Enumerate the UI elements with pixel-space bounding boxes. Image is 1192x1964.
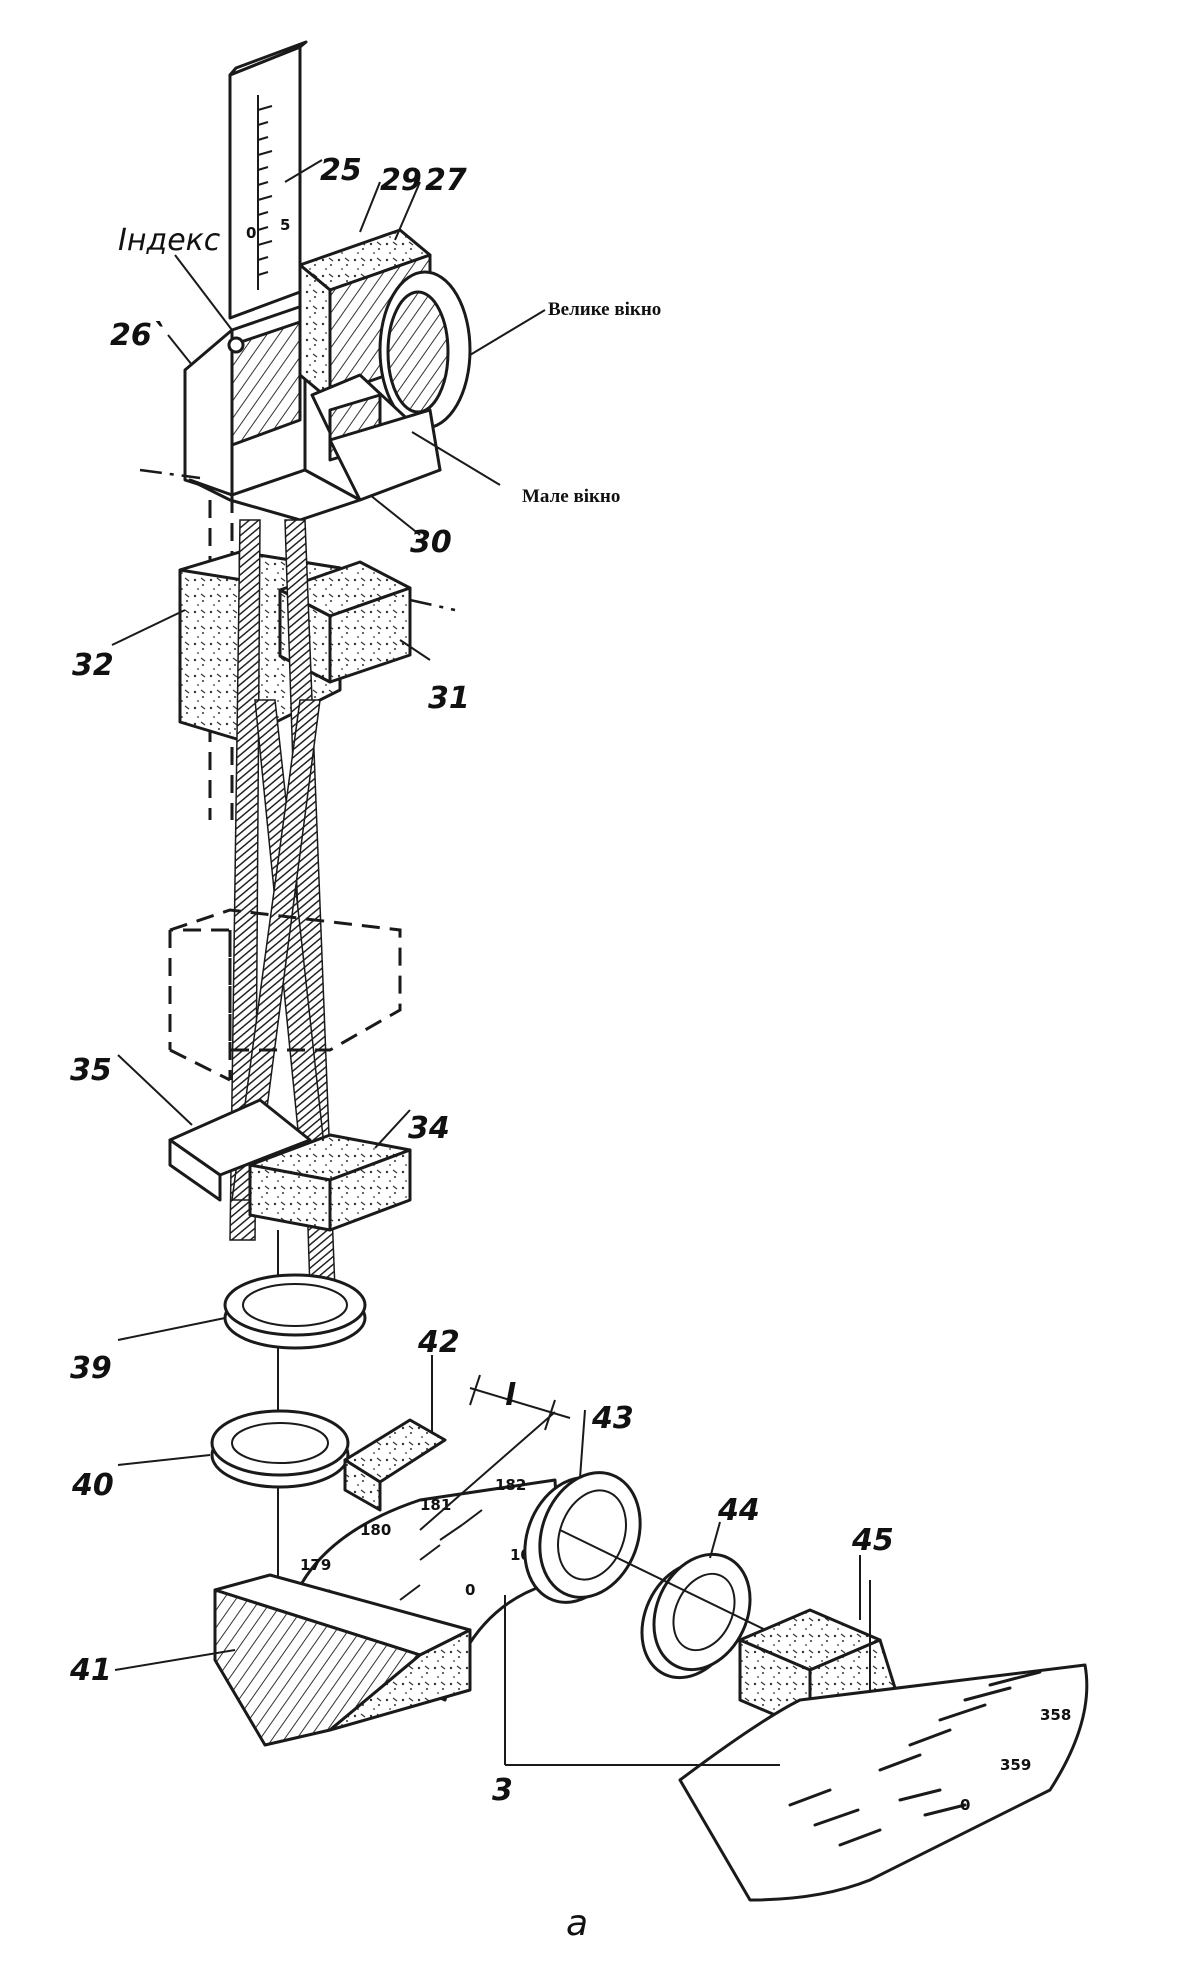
arc-tick-180: 180: [360, 1521, 391, 1539]
arc-zero: 0: [465, 1581, 475, 1599]
arc-tick-358: 358: [1040, 1706, 1071, 1724]
label-35: 35: [70, 1053, 112, 1088]
ruler-tick-5: 5: [280, 216, 290, 234]
lens-40: [210, 1409, 350, 1489]
arc-tick-179: 179: [300, 1556, 331, 1574]
lens-39: [223, 1273, 367, 1350]
label-3: 3: [492, 1773, 513, 1808]
index-mark: [227, 336, 245, 354]
scale-arc-right: 358 359 0: [678, 1663, 1089, 1902]
label-31: 31: [428, 681, 470, 716]
lens-43: [523, 1471, 642, 1604]
label-big-window: Велике вікно: [548, 299, 661, 320]
prism-26: [183, 303, 307, 497]
label-l: l: [505, 1378, 516, 1413]
arc-tick-359: 359: [1000, 1756, 1031, 1774]
arc-tick-181: 181: [420, 1496, 451, 1514]
dashed-position-box: [168, 908, 402, 1082]
label-45: 45: [851, 1523, 894, 1558]
label-29: 29: [380, 163, 422, 198]
label-39: 39: [70, 1351, 112, 1386]
horizontal-axis-upper: [139, 468, 201, 480]
ruler-tick-0: 0: [246, 224, 256, 242]
arc-tick-0: 0: [960, 1796, 970, 1814]
label-44: 44: [717, 1493, 760, 1528]
prism-42: [343, 1418, 447, 1512]
vertical-scale-25: 0 5: [228, 40, 308, 320]
label-32: 32: [72, 648, 114, 683]
label-27: 27: [425, 163, 467, 198]
figure-caption: a: [566, 1903, 588, 1944]
label-index: Індекс: [118, 223, 221, 258]
label-34: 34: [408, 1111, 450, 1146]
prism-35: [168, 1098, 312, 1202]
label-42: 42: [417, 1325, 460, 1360]
label-40: 40: [71, 1468, 114, 1503]
axis-31: [409, 598, 456, 612]
dimension-l: [419, 1374, 571, 1531]
label-43: 43: [591, 1401, 634, 1436]
label-30: 30: [410, 525, 452, 560]
light-beams: [229, 519, 336, 1291]
label-41: 41: [69, 1653, 112, 1688]
label-small-window: Мале вікно: [522, 486, 620, 507]
leader-lines: [111, 159, 861, 1766]
arc-tick-182: 182: [495, 1476, 526, 1494]
label-25: 25: [320, 153, 362, 188]
label-26: 26`: [110, 318, 167, 353]
prism-41: [213, 1573, 472, 1747]
lens-44: [640, 1552, 752, 1680]
prism-34: [248, 1133, 412, 1232]
